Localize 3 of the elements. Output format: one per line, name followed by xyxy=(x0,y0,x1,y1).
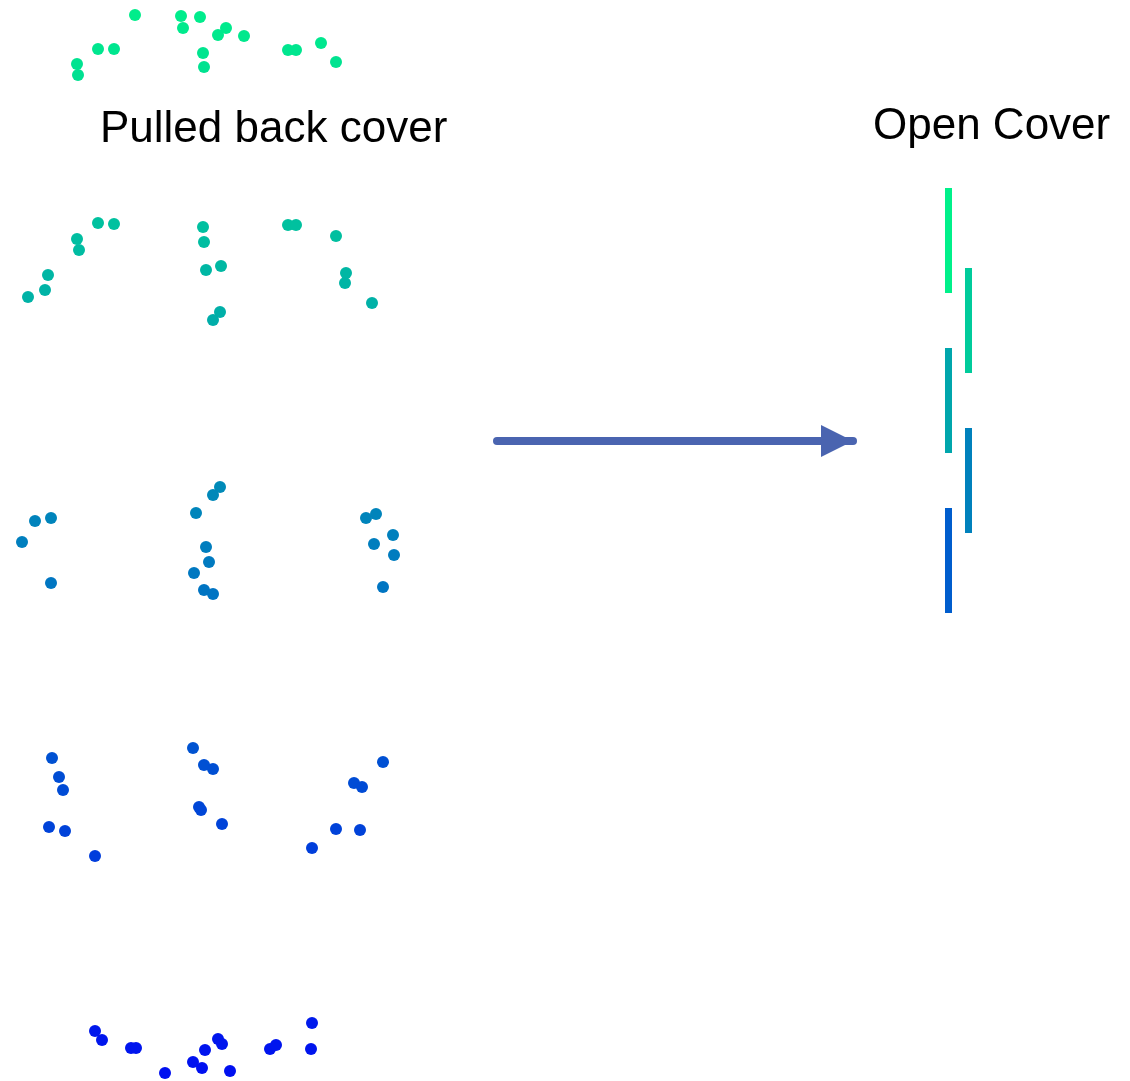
arrow xyxy=(493,425,857,457)
caption-label: Pulled back cover xyxy=(100,102,448,152)
caption-label: Open Cover xyxy=(873,99,1111,149)
